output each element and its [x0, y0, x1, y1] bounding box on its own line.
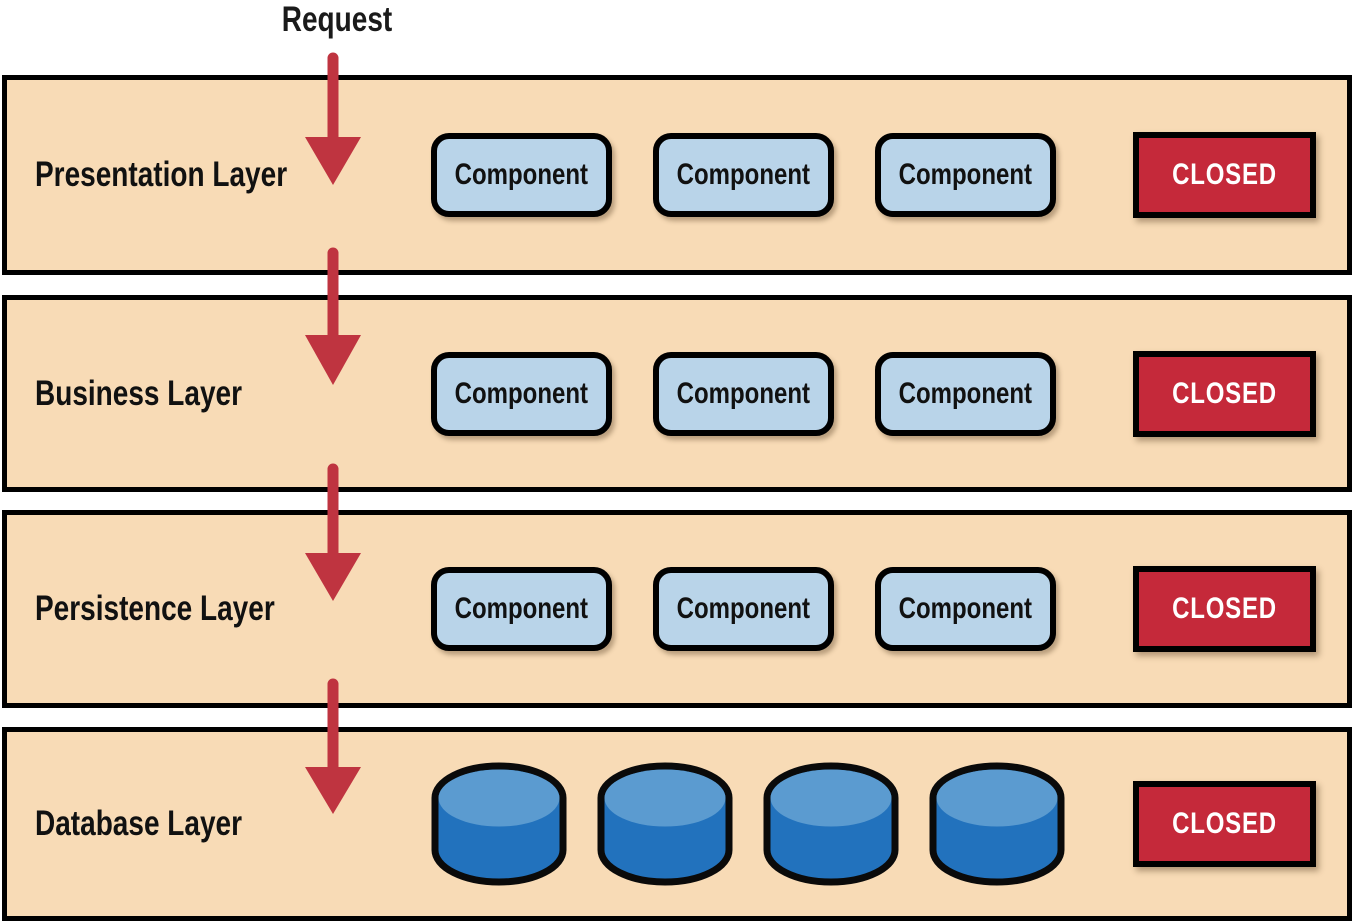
component-box: Component: [653, 133, 834, 217]
database-cylinder-icon: [929, 762, 1065, 886]
component-box: Component: [431, 133, 612, 217]
component-box: Component: [875, 133, 1056, 217]
request-label: Request: [268, 0, 406, 40]
layer-database: Database Layer CLOSED: [2, 727, 1352, 921]
layer-persistence: Persistence Layer Component Component Co…: [2, 510, 1352, 708]
component-box: Component: [431, 351, 612, 436]
database-cylinder-icon: [431, 762, 567, 886]
component-box: Component: [875, 351, 1056, 436]
layer-business-label: Business Layer: [35, 373, 242, 413]
layer-business-components: Component Component Component: [431, 351, 1056, 436]
layer-persistence-components: Component Component Component: [431, 567, 1056, 651]
layer-presentation: Presentation Layer Component Component C…: [2, 75, 1352, 275]
layer-persistence-label: Persistence Layer: [35, 589, 275, 628]
closed-badge-business: CLOSED: [1133, 350, 1316, 437]
layer-presentation-components: Component Component Component: [431, 133, 1056, 217]
closed-badge-database: CLOSED: [1133, 781, 1316, 867]
component-box: Component: [431, 567, 612, 651]
layer-database-label: Database Layer: [35, 804, 243, 843]
component-box: Component: [875, 567, 1056, 651]
layer-presentation-label: Presentation Layer: [35, 155, 288, 194]
layer-business: Business Layer Component Component Compo…: [2, 295, 1352, 492]
layer-database-cylinders: [431, 762, 1065, 886]
database-cylinder-icon: [597, 762, 733, 886]
request-label-text: Request: [281, 0, 393, 39]
closed-badge-persistence: CLOSED: [1133, 566, 1316, 652]
database-cylinder-icon: [763, 762, 899, 886]
component-box: Component: [653, 567, 834, 651]
component-box: Component: [653, 351, 834, 436]
closed-badge-presentation: CLOSED: [1133, 132, 1316, 218]
